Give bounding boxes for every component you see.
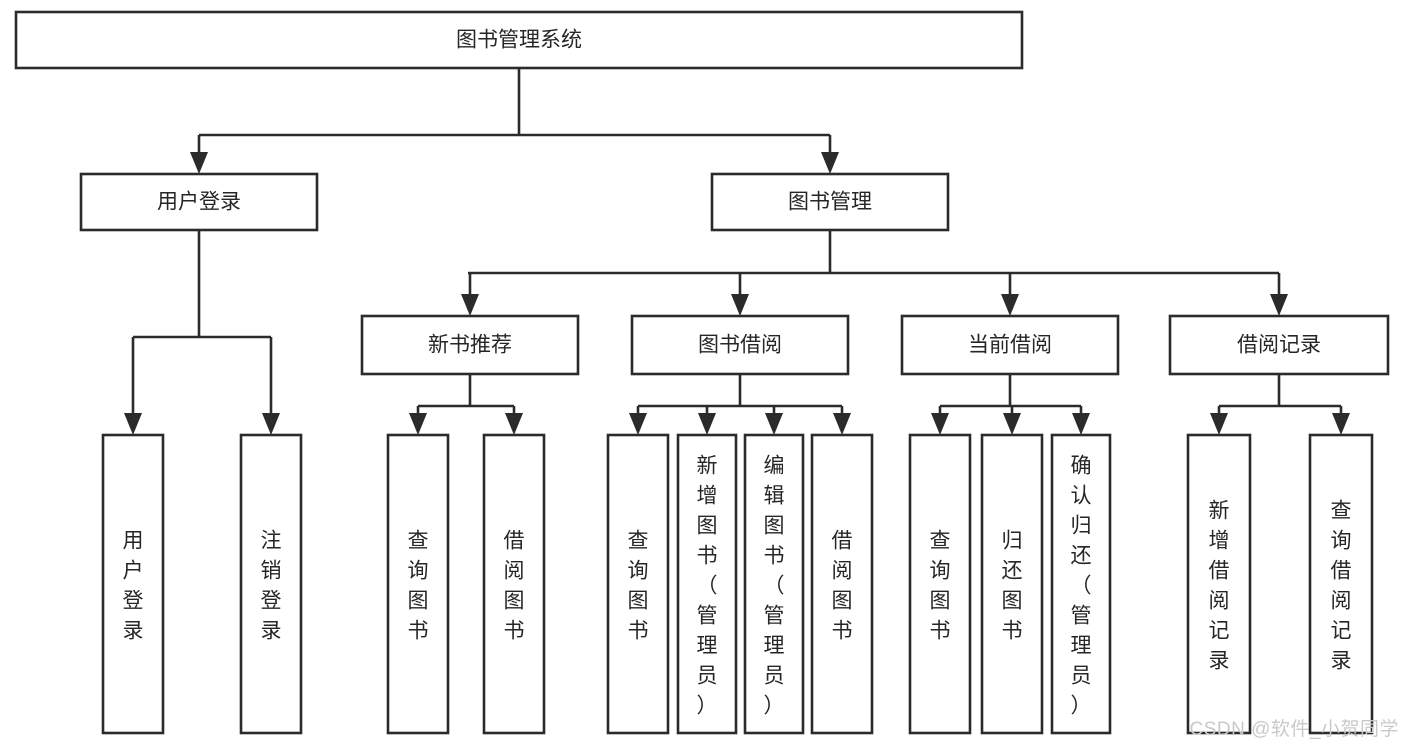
node-leaf-query-record[interactable]: 查询借阅记录 [1308,433,1374,735]
node-leaf-query-book-2[interactable]: 查询图书 [606,433,670,735]
node-book-manage[interactable]: 图书管理 [710,172,950,232]
node-label-leaf-query-book-3: 查询图书 [930,529,951,642]
node-leaf-add-record[interactable]: 新增借阅记录 [1186,433,1252,735]
node-box-user-login[interactable] [79,172,319,232]
node-leaf-query-book-1[interactable]: 查询图书 [386,433,450,735]
node-box-leaf-edit-book[interactable] [743,433,805,735]
node-leaf-logout[interactable]: 注销登录 [239,433,303,735]
node-box-leaf-return-book[interactable] [980,433,1044,735]
node-box-leaf-add-book[interactable] [676,433,738,735]
node-box-current-borrow[interactable] [900,314,1120,376]
node-root[interactable]: 图书管理系统 [14,10,1024,70]
node-box-book-borrow[interactable] [630,314,850,376]
node-leaf-user-login[interactable]: 用户登录 [101,433,165,735]
borrow-record-to-leaf-query-record-arrowhead [1332,413,1350,435]
node-new-book-rec[interactable]: 新书推荐 [360,314,580,376]
book-manage-to-book-borrow-arrowhead [731,294,749,316]
node-label-leaf-edit-book: 编辑图书（管理员） [764,454,785,717]
node-leaf-query-book-3[interactable]: 查询图书 [908,433,972,735]
root-to-book-manage-arrowhead [821,152,839,174]
book-manage-to-current-borrow-arrowhead [1001,294,1019,316]
current-borrow-to-leaf-query-book-3-arrowhead [931,413,949,435]
node-label-book-manage: 图书管理 [788,191,872,214]
node-label-leaf-return-book: 归还图书 [1002,529,1023,642]
node-label-leaf-add-book: 新增图书（管理员） [697,454,718,717]
nodes-layer: 图书管理系统用户登录图书管理新书推荐图书借阅当前借阅借阅记录用户登录注销登录查询… [14,10,1390,735]
node-box-leaf-borrow-book-2[interactable] [810,433,874,735]
node-label-leaf-add-record: 新增借阅记录 [1209,499,1230,672]
book-borrow-to-leaf-edit-book-arrowhead [765,413,783,435]
node-leaf-borrow-book-1[interactable]: 借阅图书 [482,433,546,735]
node-label-root: 图书管理系统 [456,29,582,52]
root-to-user-login-arrowhead [190,152,208,174]
node-label-borrow-record: 借阅记录 [1237,334,1321,357]
node-leaf-edit-book[interactable]: 编辑图书（管理员） [743,433,805,735]
node-label-leaf-borrow-book-1: 借阅图书 [504,529,525,642]
node-borrow-record[interactable]: 借阅记录 [1168,314,1390,376]
node-box-leaf-query-book-1[interactable] [386,433,450,735]
node-box-leaf-add-record[interactable] [1186,433,1252,735]
current-borrow-to-leaf-return-book-arrowhead [1003,413,1021,435]
node-label-leaf-logout: 注销登录 [261,529,282,642]
node-box-root[interactable] [14,10,1024,70]
book-manage-to-borrow-record-arrowhead [1270,294,1288,316]
book-borrow-to-leaf-borrow-book-2-arrowhead [833,413,851,435]
book-borrow-to-leaf-add-book-arrowhead [698,413,716,435]
node-label-leaf-query-book-1: 查询图书 [408,529,429,642]
node-box-leaf-user-login[interactable] [101,433,165,735]
node-leaf-add-book[interactable]: 新增图书（管理员） [676,433,738,735]
node-label-book-borrow: 图书借阅 [698,334,782,357]
node-label-new-book-rec: 新书推荐 [428,334,512,357]
node-box-leaf-logout[interactable] [239,433,303,735]
node-box-book-manage[interactable] [710,172,950,232]
node-box-leaf-confirm-return[interactable] [1050,433,1112,735]
node-box-leaf-query-book-2[interactable] [606,433,670,735]
node-label-leaf-query-book-2: 查询图书 [628,529,649,642]
node-box-leaf-query-record[interactable] [1308,433,1374,735]
node-label-leaf-query-record: 查询借阅记录 [1331,499,1352,672]
node-label-user-login: 用户登录 [157,191,241,214]
node-leaf-borrow-book-2[interactable]: 借阅图书 [810,433,874,735]
node-book-borrow[interactable]: 图书借阅 [630,314,850,376]
connectors-layer [124,68,1350,435]
node-leaf-return-book[interactable]: 归还图书 [980,433,1044,735]
user-login-to-leaf-logout-arrowhead [262,413,280,435]
node-box-new-book-rec[interactable] [360,314,580,376]
user-login-to-leaf-user-login-arrowhead [124,413,142,435]
node-current-borrow[interactable]: 当前借阅 [900,314,1120,376]
book-manage-to-new-book-rec-arrowhead [461,294,479,316]
borrow-record-to-leaf-add-record-arrowhead [1210,413,1228,435]
node-box-borrow-record[interactable] [1168,314,1390,376]
node-box-leaf-query-book-3[interactable] [908,433,972,735]
node-box-leaf-borrow-book-1[interactable] [482,433,546,735]
new-book-rec-to-leaf-borrow-book-1-arrowhead [505,413,523,435]
node-label-leaf-confirm-return: 确认归还（管理员） [1071,454,1092,717]
node-label-leaf-user-login: 用户登录 [123,529,144,642]
node-label-current-borrow: 当前借阅 [968,334,1052,357]
book-borrow-to-leaf-query-book-2-arrowhead [629,413,647,435]
node-leaf-confirm-return[interactable]: 确认归还（管理员） [1050,433,1112,735]
current-borrow-to-leaf-confirm-return-arrowhead [1072,413,1090,435]
new-book-rec-to-leaf-query-book-1-arrowhead [409,413,427,435]
node-user-login[interactable]: 用户登录 [79,172,319,232]
node-label-leaf-borrow-book-2: 借阅图书 [832,529,853,642]
